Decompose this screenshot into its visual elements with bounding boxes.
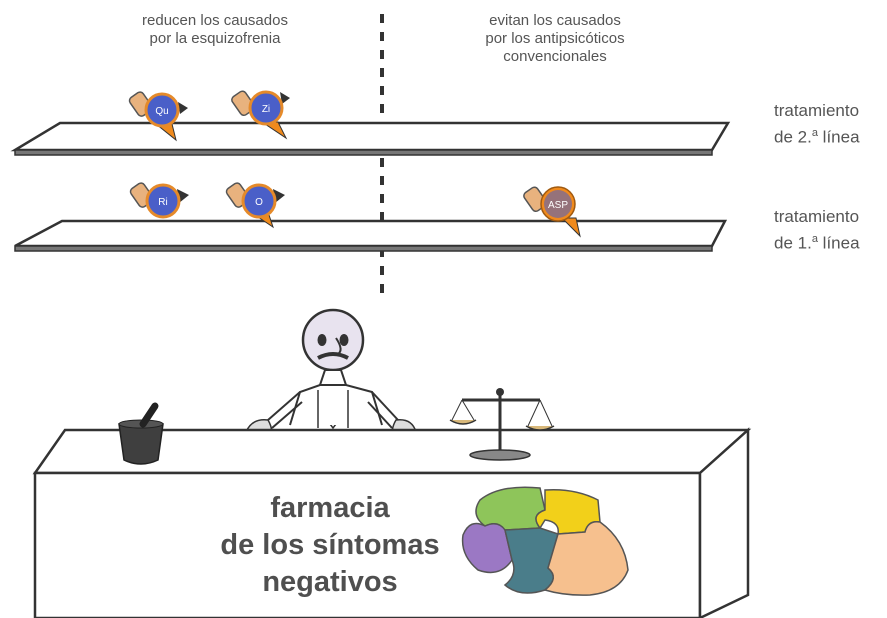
shelf-second-line: [10, 121, 731, 156]
pill-qu-label: Qu: [155, 106, 168, 117]
brain-puzzle-icon: [461, 486, 629, 596]
pharmacist-head: [301, 308, 365, 372]
pill-ri-icon: Ri: [129, 182, 189, 219]
pill-o-label: O: [255, 197, 263, 208]
mortar-icon: [118, 402, 164, 465]
counter-title: farmacia de los síntomas negativos: [220, 492, 440, 598]
column-label-left: reducen los causados por la esquizofreni…: [142, 12, 288, 47]
scale-icon: [449, 388, 555, 461]
pill-asp-label: ASP: [548, 200, 568, 211]
pill-asp-icon: ASP: [523, 186, 581, 238]
pill-qu-icon: Qu: [128, 91, 188, 142]
pill-zi-label: Zi: [262, 104, 270, 115]
shelf-first-line: [14, 219, 728, 252]
pill-o-icon: O: [225, 182, 285, 229]
column-label-right: evitan los causados por los antipsicótic…: [485, 12, 625, 65]
pharmacist-figure: [245, 308, 417, 440]
pill-ri-label: Ri: [158, 197, 167, 208]
shelf-label-first-line: tratamiento de 1.a línea: [774, 207, 860, 253]
pill-zi-icon: Zi: [231, 90, 290, 140]
shelf-label-second-line: tratamiento de 2.a línea: [774, 101, 860, 147]
